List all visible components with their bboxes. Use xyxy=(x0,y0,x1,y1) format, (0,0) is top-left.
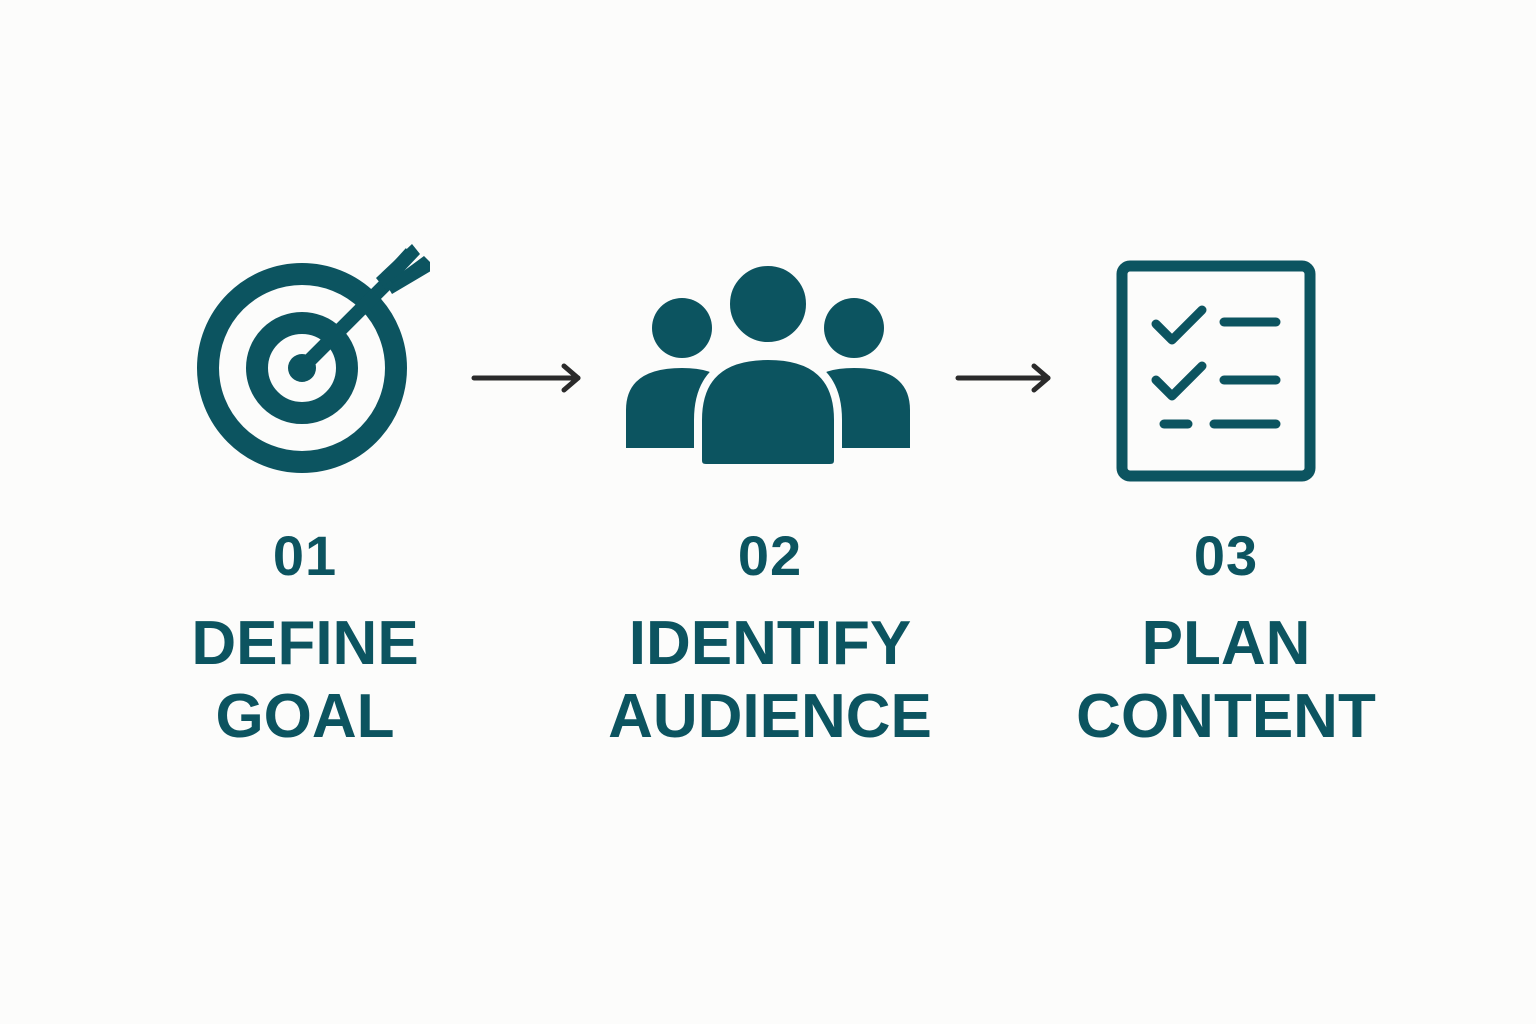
step-title-line: CONTENT xyxy=(1076,682,1376,751)
arrow-right-icon xyxy=(471,363,581,393)
step-title-line: GOAL xyxy=(215,682,395,751)
step-number: 02 xyxy=(737,524,803,587)
step-2-text: 02 IDENTIFY AUDIENCE xyxy=(590,524,950,764)
arrow-right-icon xyxy=(955,363,1051,393)
step-title-line: DEFINE xyxy=(191,609,419,678)
step-title-line: PLAN xyxy=(1141,609,1311,678)
step-number: 03 xyxy=(1193,524,1259,587)
step-title-line: IDENTIFY xyxy=(628,609,912,678)
checklist-icon xyxy=(1116,260,1316,482)
step-title-line: AUDIENCE xyxy=(608,682,932,751)
step-1-text: 01 DEFINE GOAL xyxy=(150,524,460,764)
target-arrow-icon xyxy=(197,244,430,473)
people-group-icon xyxy=(626,260,910,470)
step-3-text: 03 PLAN CONTENT xyxy=(1056,524,1396,764)
step-number: 01 xyxy=(272,524,338,587)
